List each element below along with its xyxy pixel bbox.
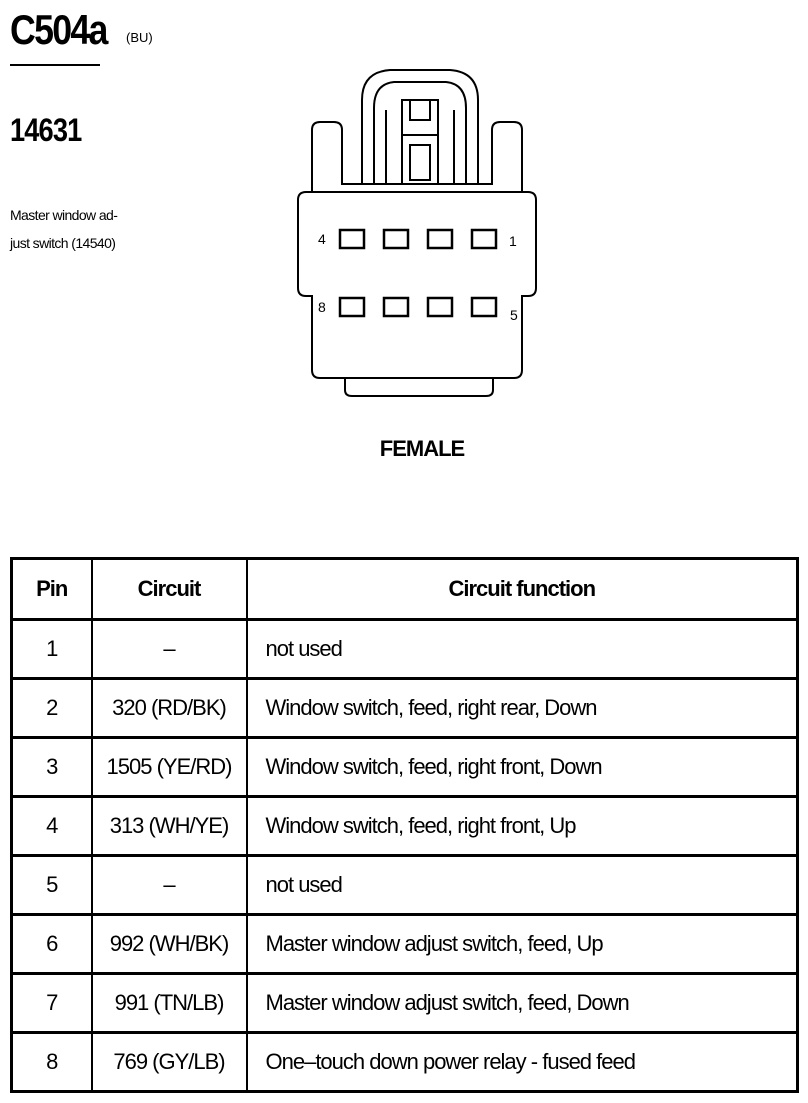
- cell-circuit: 313 (WH/YE): [90, 795, 248, 857]
- header-circuit: Circuit: [90, 557, 248, 621]
- cell-circuit-function: Window switch, feed, right rear, Down: [245, 677, 799, 739]
- cell-circuit-function: One–touch down power relay - fused feed: [245, 1031, 799, 1093]
- cell-pin: 8: [10, 1031, 93, 1093]
- connector-description: Master window ad-just switch (14540): [10, 201, 160, 257]
- cell-circuit: 320 (RD/BK): [90, 677, 248, 739]
- connector-id: C504a: [10, 6, 108, 53]
- cell-circuit-function: Master window adjust switch, feed, Down: [245, 972, 799, 1034]
- pin-cavity-6: [426, 296, 454, 318]
- cell-circuit-function: Window switch, feed, right front, Up: [245, 795, 799, 857]
- cell-circuit: 1505 (YE/RD): [90, 736, 248, 798]
- pin-cavity-7: [382, 296, 410, 318]
- pin-label-8: 8: [318, 299, 326, 315]
- table-row: 1–not used: [10, 618, 799, 680]
- cell-pin: 3: [10, 736, 93, 798]
- cell-circuit: 992 (WH/BK): [90, 913, 248, 975]
- cell-circuit: –: [90, 854, 248, 916]
- table-row: 5–not used: [10, 854, 799, 916]
- pin-label-4: 4: [318, 231, 326, 247]
- connector-color: (BU): [126, 30, 153, 45]
- connector-outline: [297, 121, 537, 379]
- cell-circuit: 991 (TN/LB): [90, 972, 248, 1034]
- part-number: 14631: [10, 112, 82, 148]
- pin-cavity-4: [338, 228, 366, 250]
- table-header-row: Pin Circuit Circuit function: [10, 557, 799, 621]
- cell-pin: 5: [10, 854, 93, 916]
- header-circuit-function: Circuit function: [245, 557, 799, 621]
- pin-cavities: [338, 228, 498, 318]
- description-line: just switch (14540): [10, 235, 116, 251]
- cell-circuit-function: Master window adjust switch, feed, Up: [245, 913, 799, 975]
- description-line: Master window ad-: [10, 207, 118, 223]
- title-underline: [10, 64, 100, 66]
- cell-circuit-function: not used: [245, 854, 799, 916]
- cell-pin: 6: [10, 913, 93, 975]
- cell-pin: 4: [10, 795, 93, 857]
- cell-circuit-function: not used: [245, 618, 799, 680]
- pin-cavity-3: [382, 228, 410, 250]
- locking-tab-window: [401, 134, 439, 185]
- pin-cavity-8: [338, 296, 366, 318]
- pin-cavity-2: [426, 228, 454, 250]
- cell-pin: 1: [10, 618, 93, 680]
- cell-pin: 2: [10, 677, 93, 739]
- connector-face-diagram: 4 1 8 5: [297, 69, 537, 397]
- cell-circuit-function: Window switch, feed, right front, Down: [245, 736, 799, 798]
- cell-circuit: –: [90, 618, 248, 680]
- pin-label-1: 1: [509, 233, 517, 249]
- locking-tab: [361, 69, 479, 184]
- pin-label-5: 5: [510, 307, 518, 323]
- pin-cavity-1: [470, 228, 498, 250]
- connector-key: [344, 378, 494, 397]
- header-pin: Pin: [10, 557, 93, 621]
- cell-circuit: 769 (GY/LB): [90, 1031, 248, 1093]
- connector-gender-label: FEMALE: [379, 436, 465, 461]
- cell-pin: 7: [10, 972, 93, 1034]
- pin-cavity-5: [470, 296, 498, 318]
